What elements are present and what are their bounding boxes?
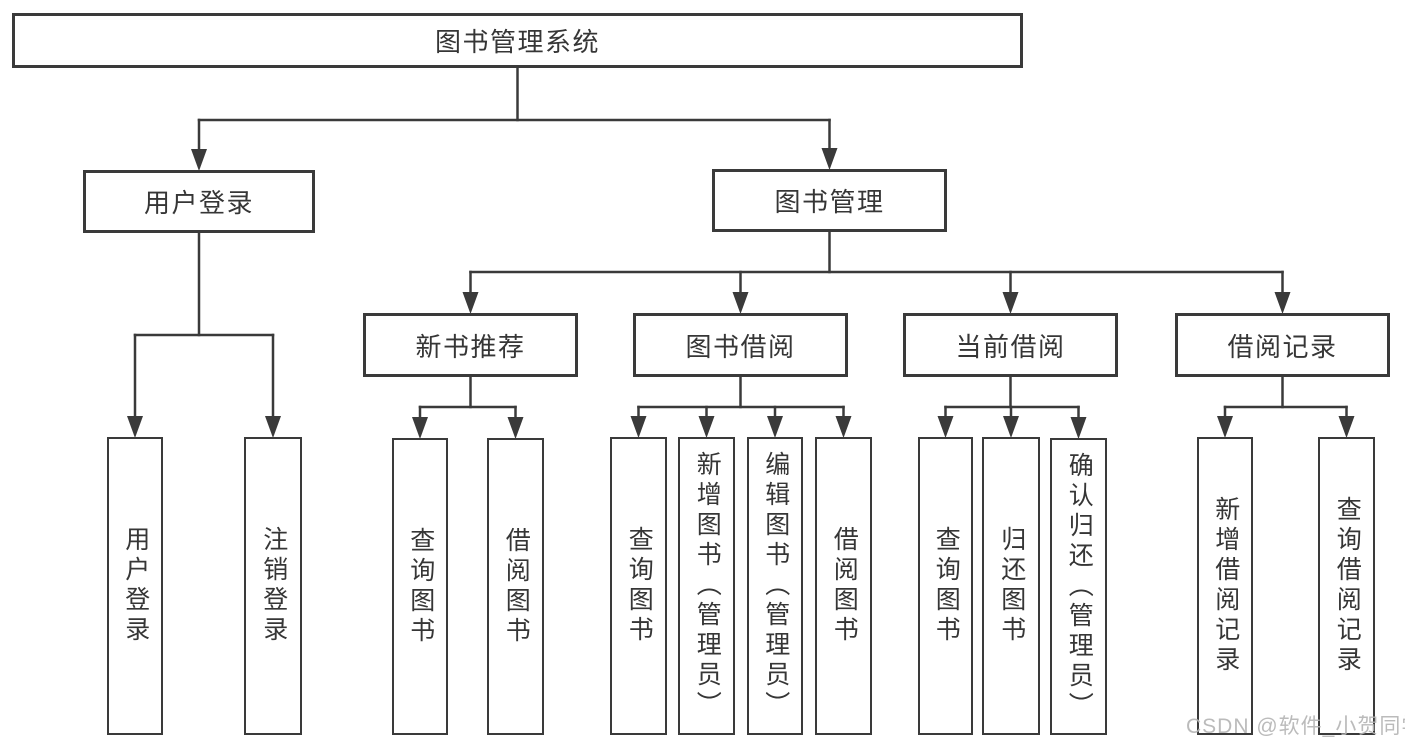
diagram-node-leaf-nb-query: 查询图书 <box>392 438 448 735</box>
node-label-leaf-bb-add: 新增图书（管理员） <box>693 451 722 721</box>
diagram-node-leaf-br-add: 新增借阅记录 <box>1197 437 1253 735</box>
arrowhead-icon <box>835 416 852 438</box>
node-label-leaf-cb-query: 查询图书 <box>932 526 961 646</box>
diagram-node-leaf-cb-confirm: 确认归还（管理员） <box>1050 438 1107 735</box>
diagram-node-leaf-user-login: 用户登录 <box>107 437 163 735</box>
diagram-node-leaf-cb-query: 查询图书 <box>918 437 973 735</box>
arrowhead-icon <box>191 149 207 171</box>
arrowhead-icon <box>412 417 428 439</box>
arrowhead-icon <box>462 292 479 314</box>
diagram-node-leaf-nb-borrow: 借阅图书 <box>487 438 544 735</box>
node-label-borrow-records: 借阅记录 <box>1227 331 1338 362</box>
node-label-leaf-logout: 注销登录 <box>259 526 288 646</box>
watermark: CSDN @软件_小贺同学 <box>1186 715 1405 738</box>
arrowhead-icon <box>732 292 749 314</box>
node-label-leaf-nb-query: 查询图书 <box>406 526 435 647</box>
diagram-node-leaf-bb-borrow: 借阅图书 <box>815 437 872 735</box>
diagram-node-leaf-cb-return: 归还图书 <box>982 437 1040 735</box>
arrowhead-icon <box>1003 416 1019 438</box>
diagram-node-leaf-br-query: 查询借阅记录 <box>1318 437 1375 735</box>
diagram-node-leaf-bb-add: 新增图书（管理员） <box>678 437 735 735</box>
arrowhead-icon <box>1217 416 1233 438</box>
arrowhead-icon <box>630 416 647 438</box>
arrowhead-icon <box>1002 292 1019 314</box>
node-label-leaf-br-query: 查询借阅记录 <box>1333 496 1362 676</box>
arrowhead-icon <box>937 416 954 438</box>
arrowhead-icon <box>1274 292 1291 314</box>
diagram-node-new-books: 新书推荐 <box>363 313 578 377</box>
diagram-node-leaf-bb-query: 查询图书 <box>610 437 667 735</box>
node-label-book-borrow: 图书借阅 <box>685 331 796 362</box>
arrowhead-icon <box>507 417 524 439</box>
diagram-node-book-borrow: 图书借阅 <box>633 313 848 377</box>
diagram-node-user-login: 用户登录 <box>83 170 315 233</box>
diagram-node-root: 图书管理系统 <box>12 13 1023 68</box>
node-label-leaf-bb-edit: 编辑图书（管理员） <box>761 451 790 721</box>
diagram-node-current-borrow: 当前借阅 <box>903 313 1118 377</box>
arrowhead-icon <box>821 148 838 170</box>
node-label-leaf-bb-query: 查询图书 <box>625 526 654 646</box>
node-label-leaf-user-login: 用户登录 <box>121 526 150 646</box>
node-label-book-mgmt: 图书管理 <box>774 187 885 217</box>
diagram-node-borrow-records: 借阅记录 <box>1175 313 1390 377</box>
node-label-leaf-cb-confirm: 确认归还（管理员） <box>1065 451 1094 722</box>
diagram-node-leaf-logout: 注销登录 <box>244 437 302 735</box>
arrowhead-icon <box>127 416 143 438</box>
node-label-user-login: 用户登录 <box>143 188 254 218</box>
arrowhead-icon <box>265 416 281 438</box>
node-label-current-borrow: 当前借阅 <box>955 331 1066 362</box>
arrowhead-icon <box>767 416 783 438</box>
node-label-leaf-nb-borrow: 借阅图书 <box>502 526 531 647</box>
node-label-leaf-bb-borrow: 借阅图书 <box>830 526 859 646</box>
arrowhead-icon <box>698 416 715 438</box>
node-label-root: 图书管理系统 <box>434 27 600 57</box>
arrowhead-icon <box>1338 416 1355 438</box>
diagram-node-leaf-bb-edit: 编辑图书（管理员） <box>747 437 803 735</box>
node-label-leaf-cb-return: 归还图书 <box>997 526 1026 646</box>
node-label-leaf-br-add: 新增借阅记录 <box>1211 496 1240 676</box>
node-label-new-books: 新书推荐 <box>415 331 526 362</box>
arrowhead-icon <box>1070 417 1087 439</box>
diagram-node-book-mgmt: 图书管理 <box>712 169 947 232</box>
